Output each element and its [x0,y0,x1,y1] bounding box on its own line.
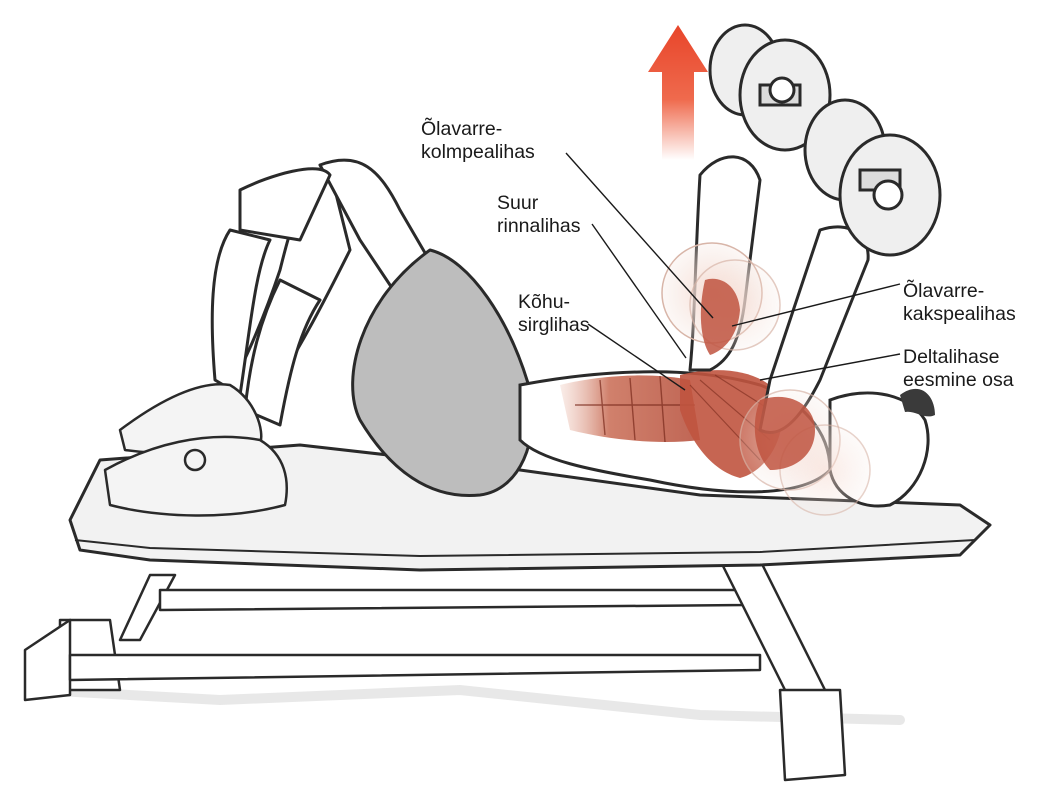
arrow-up-icon [648,25,708,160]
label-biceps: Õlavarre- kakspealihas [903,280,1016,326]
label-rectus-abdominis: Kõhu- sirglihas [518,291,590,337]
label-abdominis-line1: Kõhu- [518,291,590,314]
label-triceps-line2: kolmpealihas [421,141,535,164]
label-triceps-line1: Õlavarre- [421,118,535,141]
label-biceps-line1: Õlavarre- [903,280,1016,303]
label-pectoralis-line1: Suur [497,192,580,215]
label-deltoid-line2: eesmine osa [903,369,1014,392]
label-biceps-line2: kakspealihas [903,303,1016,326]
label-pectoralis-line2: rinnalihas [497,215,580,238]
label-deltoid-line1: Deltalihase [903,346,1014,369]
label-triceps: Õlavarre- kolmpealihas [421,118,535,164]
bench-legs [25,560,845,780]
label-anterior-deltoid: Deltalihase eesmine osa [903,346,1014,392]
label-abdominis-line2: sirglihas [518,314,590,337]
label-pectoralis-major: Suur rinnalihas [497,192,580,238]
